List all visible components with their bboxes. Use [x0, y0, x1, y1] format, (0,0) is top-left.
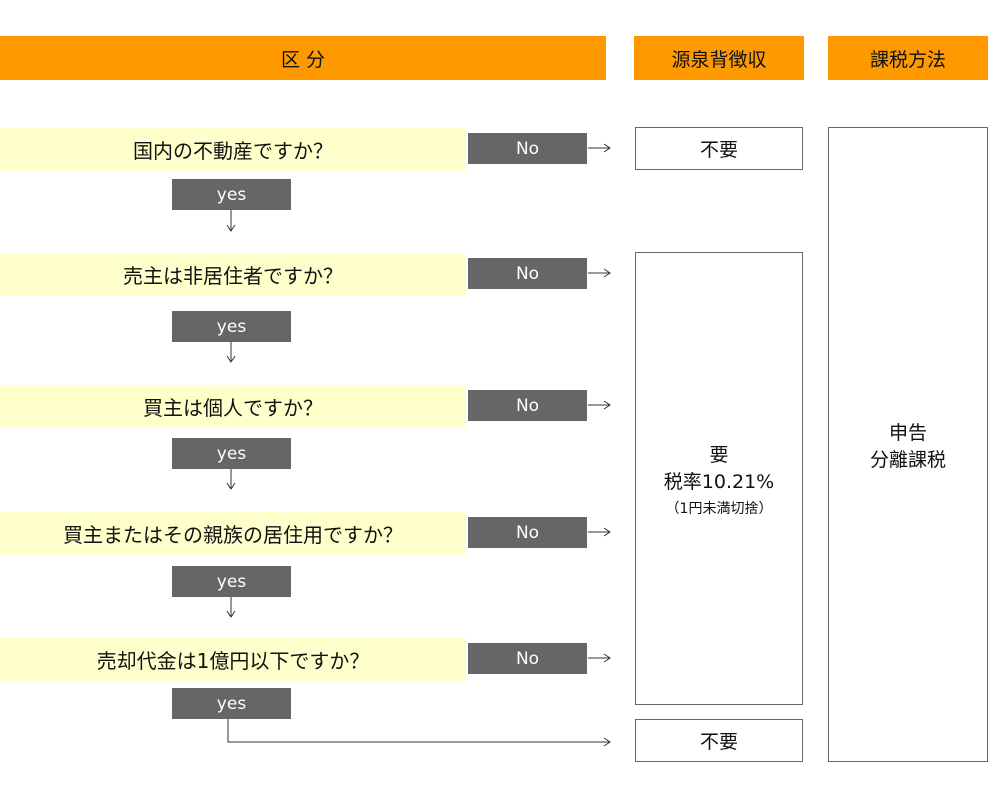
- no-label: No: [468, 390, 587, 421]
- required-text: 要: [709, 443, 729, 466]
- question-price-under-100m: 売却代金は1億円以下ですか？: [0, 638, 466, 681]
- result-required: 要 税率10.21% （1円未満切捨）: [635, 252, 803, 705]
- header-withholding: 源泉背徴収: [634, 36, 804, 80]
- question-domestic-property: 国内の不動産ですか？: [0, 128, 466, 171]
- taxation-line1: 申告: [888, 421, 927, 444]
- tax-rate: 税率10.21%: [663, 470, 775, 493]
- rounding-note: （1円未満切捨）: [665, 500, 773, 517]
- question-seller-nonresident: 売主は非居住者ですか？: [0, 253, 466, 296]
- taxation-method: 申告 分離課税: [828, 127, 988, 762]
- yes-label: yes: [172, 438, 291, 469]
- question-residential-use: 買主またはその親族の居住用ですか？: [0, 512, 466, 555]
- no-label: No: [468, 133, 587, 164]
- taxation-line2: 分離課税: [869, 448, 946, 471]
- yes-label: yes: [172, 688, 291, 719]
- question-buyer-individual: 買主は個人ですか？: [0, 385, 466, 428]
- result-not-required-top: 不要: [635, 127, 803, 170]
- no-label: No: [468, 258, 587, 289]
- no-label: No: [468, 517, 587, 548]
- no-label: No: [468, 643, 587, 674]
- header-category: 区 分: [0, 36, 606, 80]
- yes-label: yes: [172, 311, 291, 342]
- yes-label: yes: [172, 566, 291, 597]
- yes-label: yes: [172, 179, 291, 210]
- result-not-required-bottom: 不要: [635, 719, 803, 762]
- header-taxation: 課税方法: [828, 36, 988, 80]
